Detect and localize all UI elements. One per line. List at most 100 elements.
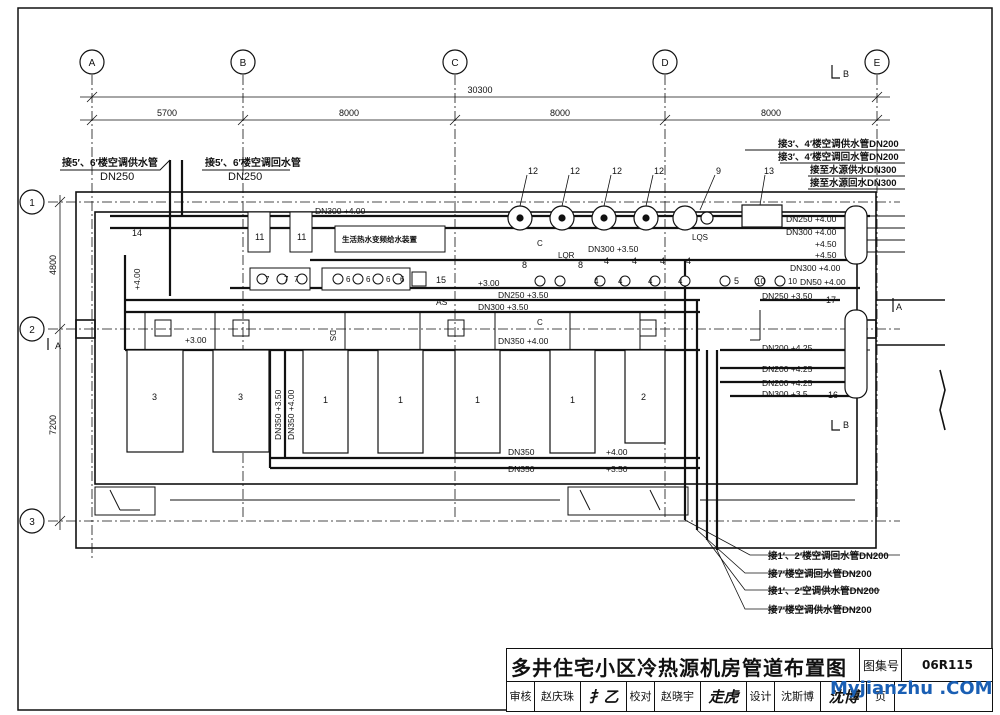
riser-leaders: [60, 149, 905, 190]
pump-leaders: [519, 174, 766, 211]
dim-span-cd: 8000: [550, 108, 570, 118]
pumps-12: [507, 205, 714, 231]
right-pipe-label-6: DN250 +3.50: [762, 291, 813, 301]
atlas-label: 图集号: [859, 649, 902, 681]
atlas-number: 06R115: [901, 649, 993, 681]
right-pipe-label-1: DN300 +4.00: [786, 227, 837, 237]
label-4-top-d: 4: [686, 256, 691, 266]
label-7b: 7: [284, 275, 289, 284]
pipe-plus300-left: +3.00: [478, 278, 500, 288]
right-pipe-label-9: DN200 +4.25: [762, 378, 813, 388]
dim-row-12: 4800: [48, 255, 58, 275]
label-6d: 6: [400, 275, 405, 284]
label-16: 16: [828, 390, 838, 400]
pipe-dn350-350-v: DN350 +3.50: [273, 389, 283, 440]
section-c-mid: C: [537, 318, 543, 327]
note-source-return: 接至水源回水DN300: [810, 177, 897, 189]
pipe-dn350-400: DN350 +4.00: [498, 336, 549, 346]
note-source-supply: 接至水源供水DN300: [810, 164, 897, 176]
room-walls: [75, 191, 946, 549]
section-c-top: C: [537, 239, 543, 248]
axis-label-3: 3: [29, 517, 35, 528]
units: [126, 349, 666, 454]
equipment-13-box: [741, 204, 783, 228]
label-12a: 12: [528, 166, 538, 176]
check-label: 校对: [627, 681, 655, 711]
checker-signature: 走虎: [701, 681, 747, 711]
reviewer-signature: 扌乙: [581, 681, 627, 711]
axis-label-2: 2: [29, 325, 35, 336]
pipe-lqr: LQR: [558, 251, 575, 260]
label-5: 5: [734, 276, 739, 286]
small-pumps: [249, 267, 786, 291]
right-pipe-label-3: +4.50: [815, 250, 837, 260]
unit-label-1b: 1: [398, 395, 403, 405]
pipe-dn300-400-top: DN300 +4.00: [315, 206, 366, 216]
bottom-note-1: 接7′楼空调回水管DN200: [768, 568, 872, 580]
label-8b: 8: [578, 260, 583, 270]
designer-signature: 沈博: [821, 681, 867, 711]
axis-lines: [48, 75, 900, 560]
unit-label-3b: 3: [238, 392, 243, 402]
equipment-11b: [289, 211, 313, 253]
pipe-dn350-bottom2: DN350: [508, 464, 535, 474]
note-56-return: 接5′、6′楼空调回水管: [205, 156, 301, 169]
dim-span-de: 8000: [761, 108, 781, 118]
pipe-lqs: LQS: [692, 233, 708, 242]
pipe-dn350-bottom: DN350: [508, 447, 535, 457]
label-12d: 12: [654, 166, 664, 176]
title-block-row1: 多井住宅小区冷热源机房管道布置图 图集号 06R115: [507, 649, 992, 682]
right-pipe-label-8: DN200 +4.25: [762, 364, 813, 374]
pipe-ds: DS: [328, 330, 337, 341]
label-12c: 12: [612, 166, 622, 176]
unit-label-1a: 1: [323, 395, 328, 405]
section-mark-b-bottom: B: [843, 420, 849, 430]
axis-label-d: D: [661, 58, 668, 69]
note-56-supply: 接5′、6′楼空调供水管: [62, 156, 158, 169]
label-11b: 11: [297, 232, 306, 242]
section-mark-b-top: B: [843, 69, 849, 79]
axis-label-c: C: [451, 58, 458, 69]
section-mark-a-right: A: [896, 302, 902, 312]
label-13: 13: [764, 166, 774, 176]
section-mark-a-left: A: [55, 341, 61, 351]
designer-name: 沈斯博: [775, 681, 821, 711]
bottom-note-3: 接7′楼空调供水管DN200: [768, 604, 872, 616]
label-14: 14: [132, 228, 142, 238]
label-4-row-b: 4: [618, 277, 623, 286]
right-pipe-label-5: DN50 +4.00: [800, 277, 846, 287]
title-block: 多井住宅小区冷热源机房管道布置图 图集号 06R115 审核 赵庆珠 扌乙 校对…: [506, 648, 993, 712]
axis-label-a: A: [89, 58, 96, 69]
label-4-top-b: 4: [632, 256, 637, 266]
label-6c: 6: [386, 275, 391, 284]
label-8a: 8: [522, 260, 527, 270]
distributor-top: [844, 205, 868, 265]
label-12b: 12: [570, 166, 580, 176]
label-17: 17: [826, 295, 836, 305]
label-10a: 10: [756, 277, 765, 286]
bottom-note-2: 接1′、2′空调供水管DN200: [768, 585, 879, 597]
pipe-dn250-350: DN250 +3.50: [498, 290, 549, 300]
unit-label-1c: 1: [475, 395, 480, 405]
pipe-plus300-b: +3.00: [185, 335, 207, 345]
watermark-logo: Myjianzhu .COM: [830, 678, 993, 699]
section-marks: [47, 65, 894, 431]
label-4-top-c: 4: [660, 256, 665, 266]
dim-span-bc: 8000: [339, 108, 359, 118]
label-4-row-d: 4: [678, 277, 683, 286]
pipe-plus350-bottom: +3.50: [606, 464, 628, 474]
axis-label-1: 1: [29, 198, 35, 209]
hot-water-device-label: 生活热水变频给水装置: [342, 234, 417, 244]
pipe-plus400-vert: +4.00: [132, 268, 142, 290]
pipe-as: AS: [436, 297, 448, 307]
note-56-return-size: DN250: [228, 171, 262, 183]
title-block-row2: 审核 赵庆珠 扌乙 校对 赵晓宇 走虎 设计 沈斯博 沈博 页: [507, 681, 992, 711]
note-56-supply-size: DN250: [100, 171, 134, 183]
label-7a: 7: [265, 275, 270, 284]
dim-span-ab: 5700: [157, 108, 177, 118]
label-6b: 6: [366, 275, 371, 284]
unit-label-3a: 3: [152, 392, 157, 402]
design-label: 设计: [747, 681, 775, 711]
